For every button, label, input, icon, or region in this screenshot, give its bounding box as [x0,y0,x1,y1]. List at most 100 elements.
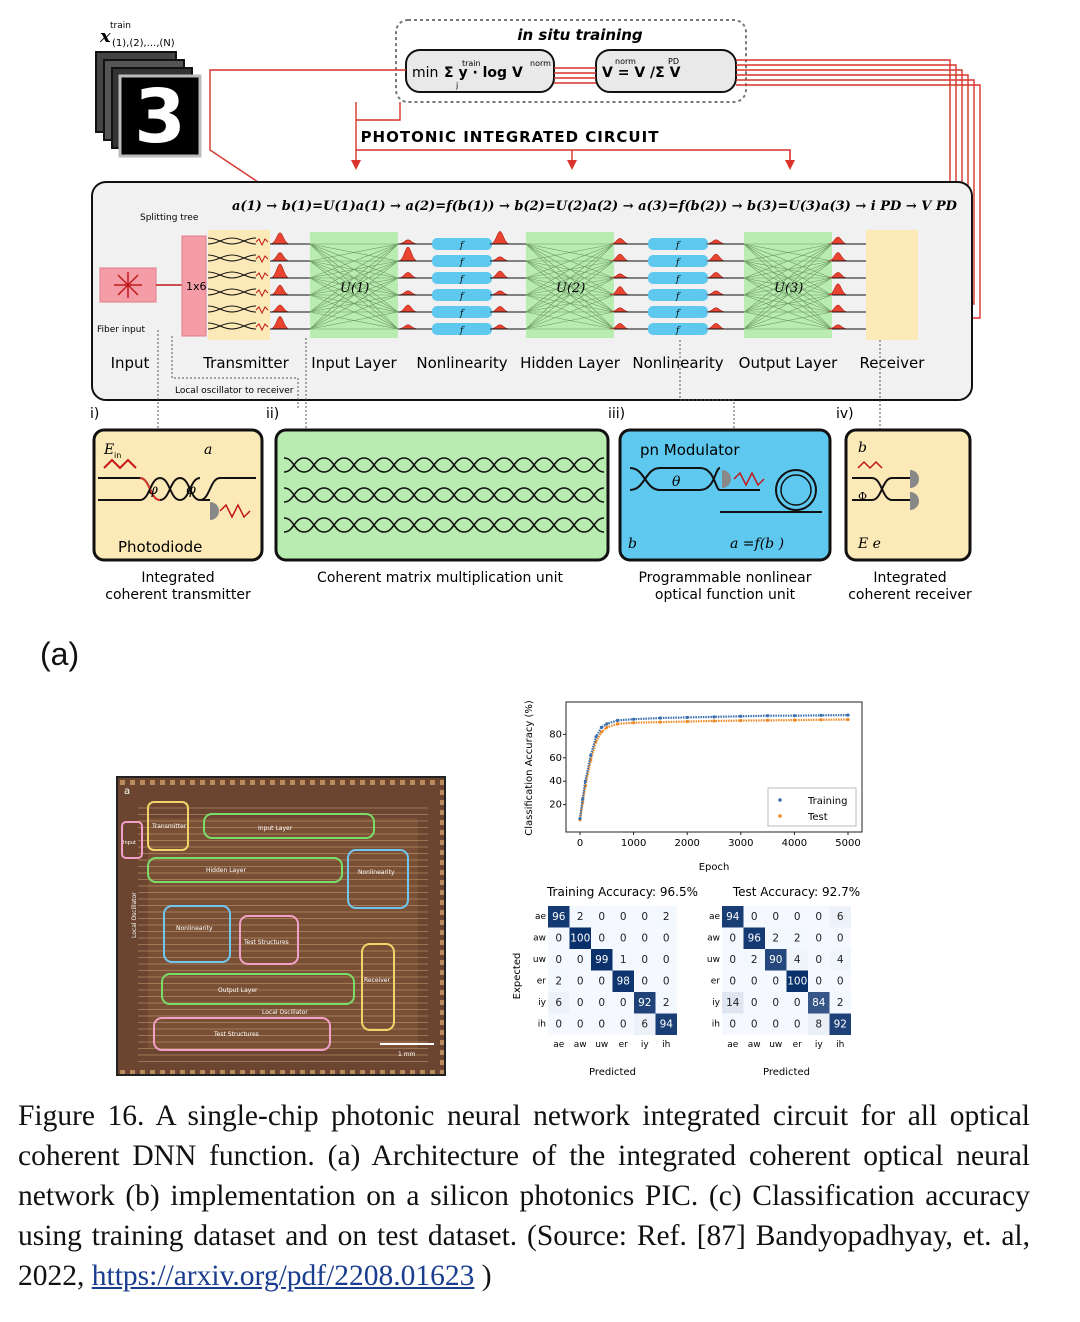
cm-row-label: er [537,977,547,987]
cm-cell [765,927,787,949]
cm-value: 0 [641,911,648,923]
fiber-input-label: Fiber input [97,325,145,335]
norm-sup-pd: PD [668,57,679,66]
data-point [632,721,636,725]
roman-iv: iv) [836,406,854,422]
cm-value: 96 [552,911,566,923]
cm-cell [569,906,591,928]
input-superscript: train [110,21,131,31]
cm-cell [569,949,591,971]
norm-sup: norm [615,57,636,66]
b-label-iv: b [858,440,867,456]
cm-value: 0 [598,976,605,988]
splitting-tree-label: Splitting tree [140,213,199,223]
cm-cell [808,949,830,971]
cm-value: 0 [751,976,758,988]
cm-cell [548,970,570,992]
svg-text:Test Structures: Test Structures [213,1031,259,1038]
cm-value: 96 [748,933,762,945]
cm-col-label: ih [662,1040,670,1050]
svg-text:f: f [459,326,465,336]
insitu-title: in situ training [517,26,643,44]
cm-cell [655,949,677,971]
cm-value: 0 [794,1019,801,1031]
cm-row-label: ih [538,1020,546,1030]
cm-cell [612,906,634,928]
svg-text:Nonlinearity: Nonlinearity [358,869,395,876]
cm-value: 100 [787,976,807,988]
cm-value: 4 [837,954,844,966]
e-in-label: E [103,442,114,458]
cm-cell [786,906,808,928]
cm-title: Training Accuracy: 96.5% [546,885,698,899]
svg-text:Local Oscillator: Local Oscillator [131,892,138,938]
cm-value: 0 [577,1019,584,1031]
cm-col-label: ih [836,1040,844,1050]
cm-value: 0 [598,1019,605,1031]
cm-cell [612,1013,634,1035]
cm-col-label: er [793,1040,803,1050]
cm-cell [829,1013,851,1035]
cm-value: 0 [815,954,822,966]
cm-cell [548,1013,570,1035]
subpanel-matrix-unit [274,428,610,562]
caption-transmitter-1: Integrated [141,570,214,586]
stage-label: Output Layer [739,354,839,372]
nonlinear-unit [648,238,708,250]
data-point [766,718,770,722]
cm-value: 0 [555,954,562,966]
cm-predicted-label: Predicted [763,1067,810,1078]
chip-block-hidden-layer [147,857,343,883]
svg-text:f: f [675,258,681,268]
subpanel-transmitter [92,428,264,562]
data-point [605,722,609,726]
cm-col-label: aw [574,1040,587,1050]
svg-text:Receiver: Receiver [364,977,390,984]
u1-label: U(1) [340,281,369,296]
y-tick-label: 80 [549,729,562,740]
cm-row-label: aw [533,934,546,944]
data-point [599,730,604,734]
cm-value: 0 [751,911,758,923]
cm-title: Test Accuracy: 92.7% [732,885,860,899]
loss-sup-norm: norm [530,59,551,68]
nonlinear-unit [648,323,708,335]
svg-text:f: f [459,258,465,268]
cm-cell [655,970,677,992]
source-link[interactable]: https://arxiv.org/pdf/2208.01623 [91,1260,475,1292]
data-point [685,719,689,724]
cm-cell [786,927,808,949]
cm-row-label: aw [707,934,720,944]
loss-formula-min: min [412,65,438,81]
data-point [605,725,609,729]
scale-bar-label: 1 mm [398,1051,416,1058]
elo-label: E e [857,536,881,552]
cm-cell [829,927,851,949]
nonlinear-unit [432,255,492,267]
legend-test: Test [807,812,828,823]
chip-block-input [121,821,143,859]
x-tick-label: 2000 [674,838,699,849]
stage-label: Nonlinearity [416,354,507,372]
x-axis-label: Epoch [699,862,730,873]
cm-cell [743,927,765,949]
cm-value: 98 [617,976,630,988]
cm-cell [722,1013,744,1035]
nonlinear-unit [648,306,708,318]
cm-value: 0 [663,976,670,988]
splitter [181,235,207,337]
figure-caption: Figure 16. A single-chip photonic neural… [18,1096,1030,1296]
caption-transmitter-2: coherent transmitter [105,587,251,603]
cm-value: 2 [837,997,844,1009]
data-point [792,714,796,718]
caption-nonlinear-1: Programmable nonlinear [638,570,811,586]
cm-value: 0 [577,997,584,1009]
data-point [792,718,796,722]
cm-cell [808,906,830,928]
data-point [819,713,823,717]
cm-cell [743,949,765,971]
cm-value: 0 [620,933,627,945]
nonlinear-unit [648,255,708,267]
cm-row-label: ae [709,912,721,922]
